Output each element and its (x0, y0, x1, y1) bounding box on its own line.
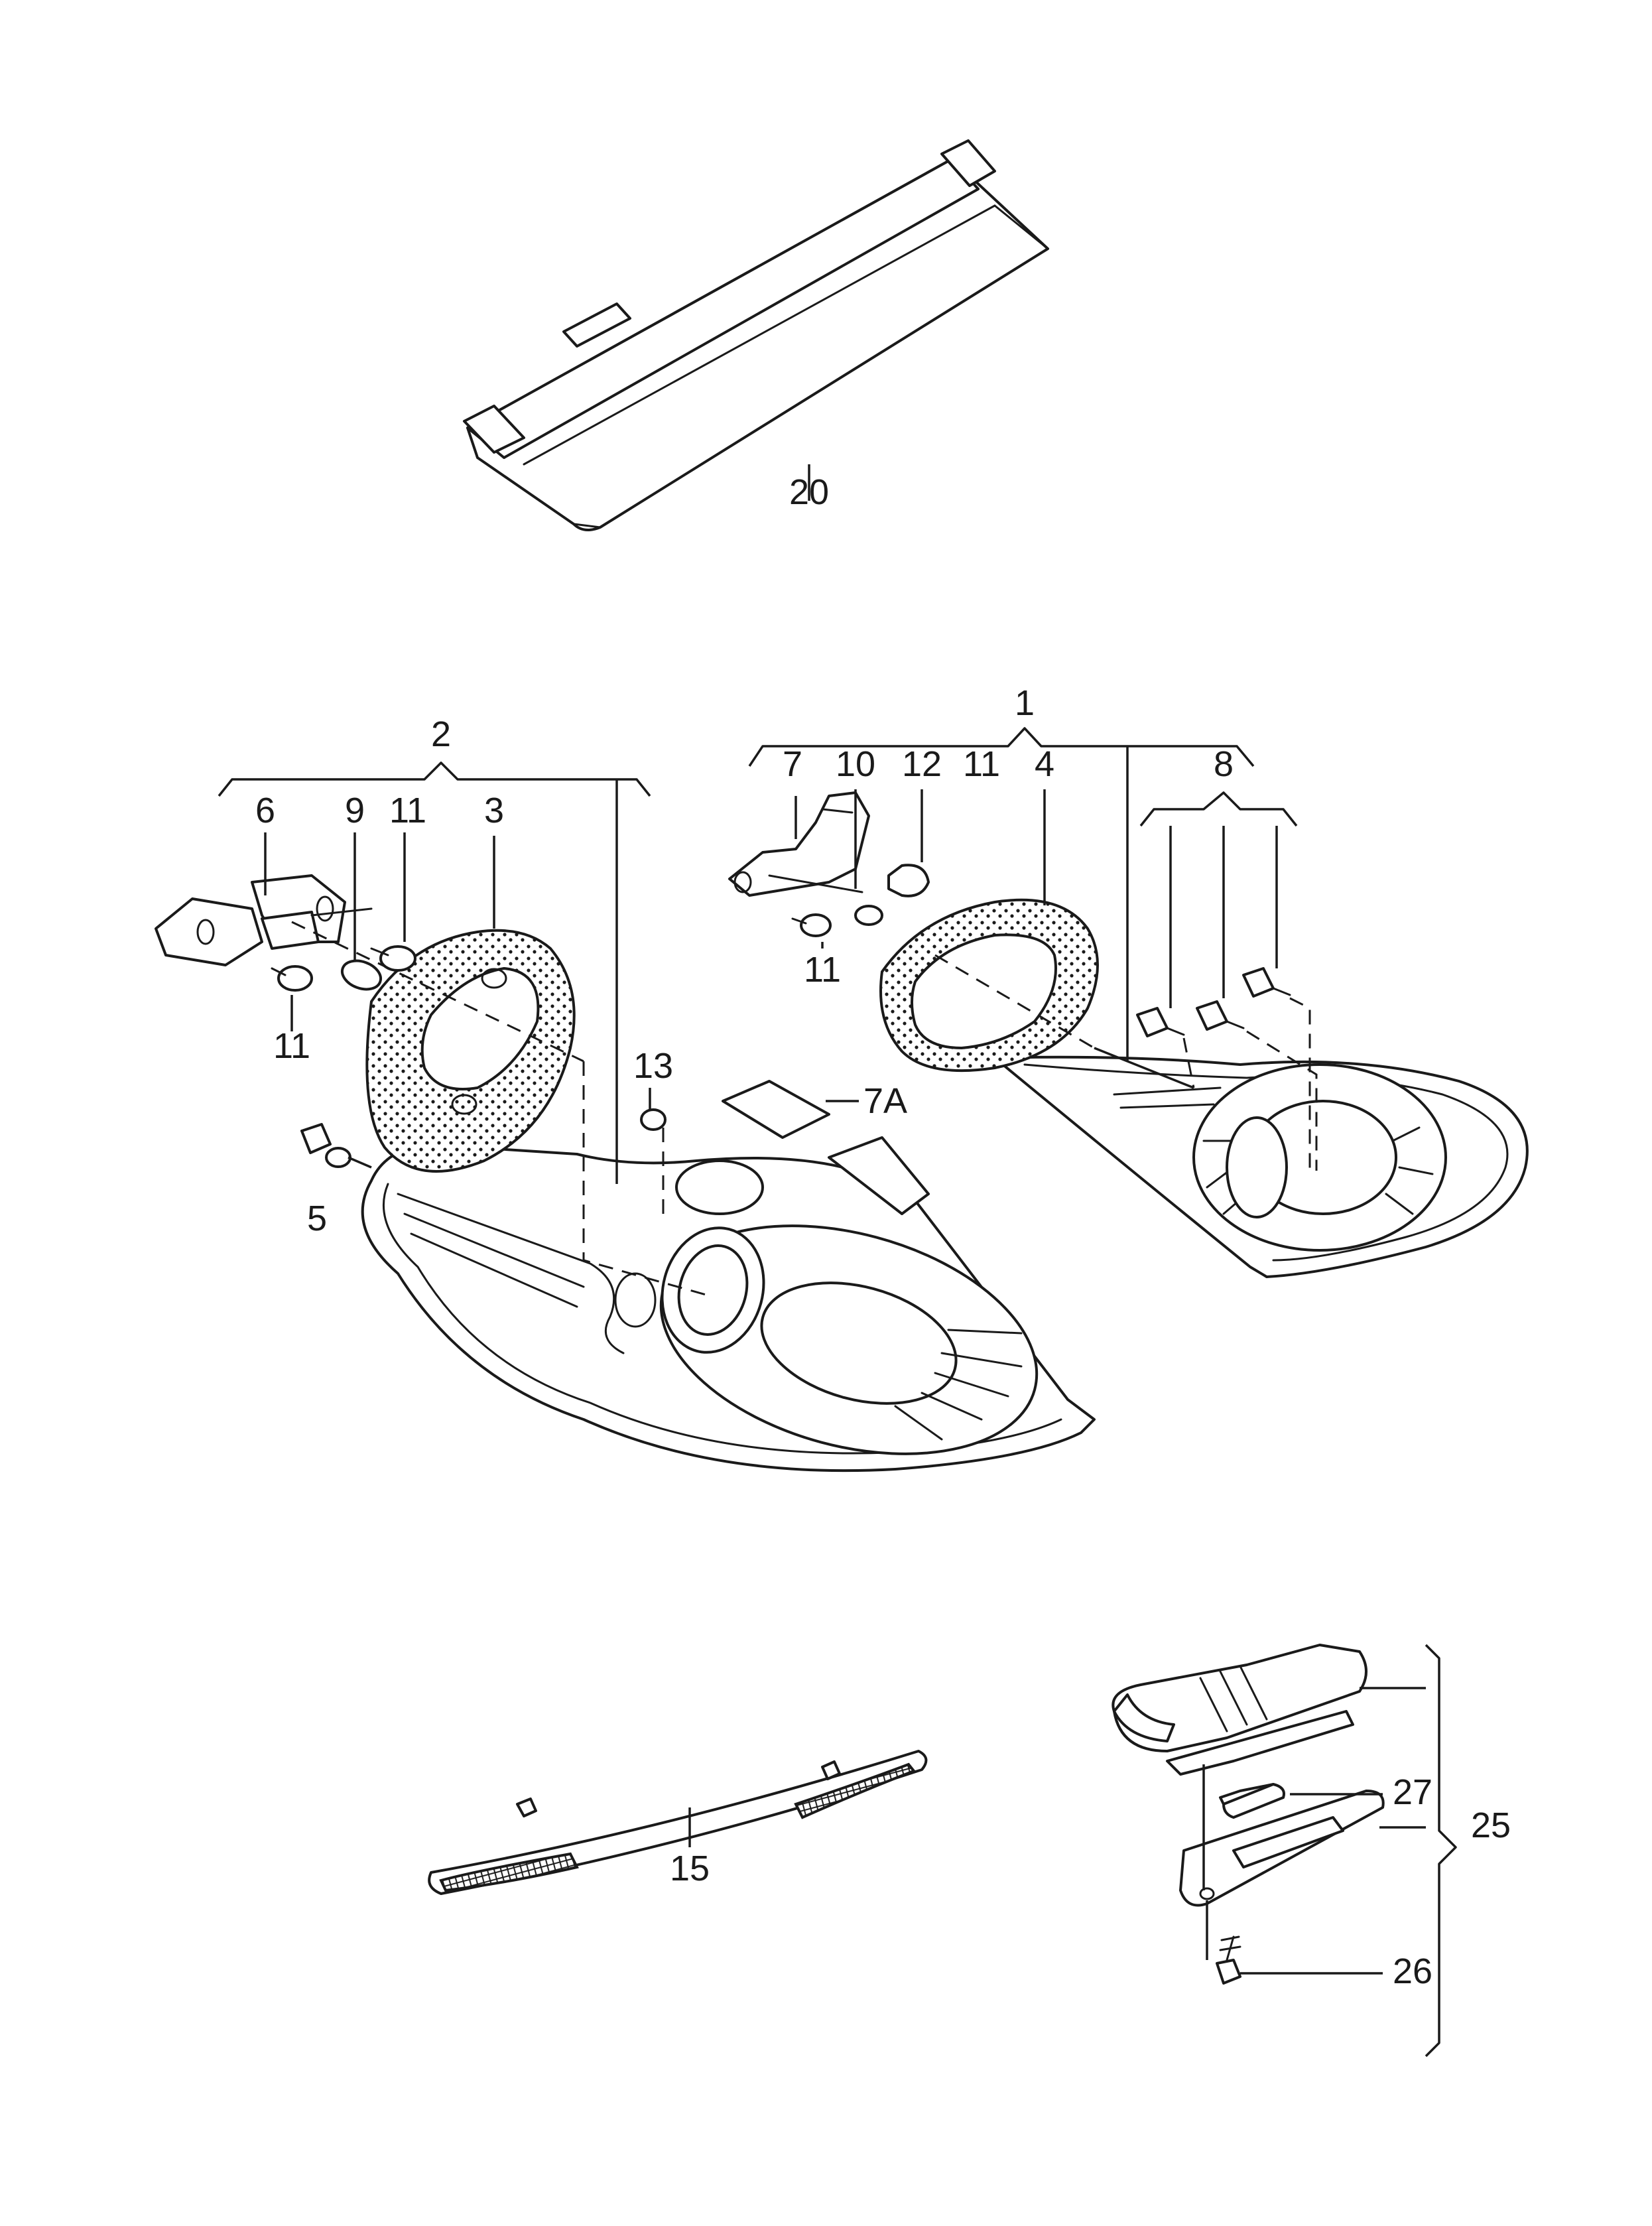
bulb-12 (887, 864, 930, 897)
callout-13: 13 (633, 1046, 673, 1086)
bulb-11-left-lower (271, 965, 313, 992)
bulb-11-right (791, 913, 832, 937)
callout-5: 5 (307, 1199, 327, 1238)
brace-2 (218, 761, 651, 797)
screw-8c (1242, 967, 1291, 998)
callout-8: 8 (1214, 744, 1234, 784)
brace-1 (748, 727, 1255, 767)
bulb-10 (854, 905, 883, 926)
callout-7: 7 (783, 744, 802, 784)
callout-11c: 11 (963, 744, 1000, 784)
bulb-11-left (370, 945, 416, 972)
callout-7a: 7A (863, 1081, 907, 1121)
brace-8 (1139, 791, 1298, 827)
callout-9: 9 (345, 791, 365, 830)
screw-8b (1196, 1000, 1245, 1031)
callout-11a: 11 (389, 791, 426, 830)
left-tail-lamp (361, 1080, 1096, 1473)
screw-5 (300, 1123, 351, 1168)
callout-27: 27 (1393, 1772, 1432, 1812)
callout-26: 26 (1393, 1951, 1432, 1991)
callout-12: 12 (902, 744, 942, 784)
licence-plate-light (1112, 1644, 1385, 1907)
callout-3: 3 (484, 791, 504, 830)
right-tail-lamp (993, 1055, 1529, 1278)
callout-4: 4 (1035, 744, 1054, 784)
high-level-brake-light (463, 139, 1049, 531)
callout-11d: 11 (804, 950, 841, 990)
bulb-9 (340, 959, 383, 991)
callout-25: 25 (1471, 1805, 1511, 1845)
callout-2: 2 (431, 714, 451, 754)
callout-11b: 11 (273, 1026, 310, 1066)
nut-13 (640, 1108, 667, 1131)
bulb-27 (1222, 1783, 1285, 1819)
callout-10: 10 (836, 744, 875, 784)
callout-6: 6 (255, 791, 275, 830)
callout-15: 15 (670, 1849, 710, 1888)
callout-1: 1 (1015, 683, 1035, 723)
label-patch-7a (722, 1080, 830, 1139)
callout-20: 20 (789, 472, 829, 512)
rear-reflector (428, 1750, 928, 1895)
bulb-holder-6 (155, 874, 373, 966)
screw-8a (1136, 1007, 1185, 1037)
bulb-holder-7 (728, 791, 870, 897)
gasket-4 (879, 898, 1099, 1073)
brace-25 (1425, 1644, 1457, 2058)
screw-26 (1216, 1935, 1241, 1985)
